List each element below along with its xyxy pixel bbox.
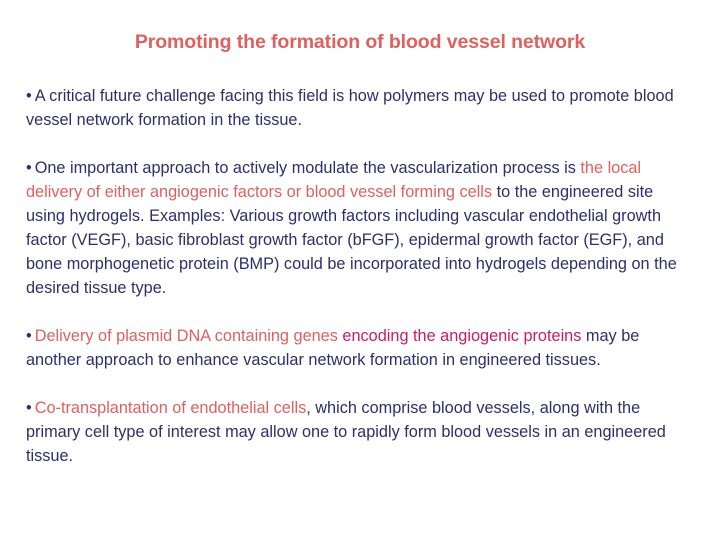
slide-body: •A critical future challenge facing this… [26,84,694,468]
text-run-navy: may be another approach to enhance vascu… [26,327,640,369]
text-run-salmon: the local delivery of either angiogenic … [26,159,642,201]
paragraph-3-text: Delivery of plasmid DNA containing genes… [26,327,639,369]
bullet-paragraph-1: •A critical future challenge facing this… [26,84,694,132]
paragraph-2-text: One important approach to actively modul… [26,159,677,297]
text-run-navy: , which comprise blood vessels, along wi… [26,399,666,465]
text-run-navy: One important approach to actively modul… [34,159,581,177]
paragraph-1-text: A critical future challenge facing this … [26,87,674,129]
bullet-marker-icon: • [26,159,32,177]
text-run-salmon: Delivery of plasmid DNA containing genes [34,327,343,345]
bullet-paragraph-4: •Co-transplantation of endothelial cells… [26,396,694,468]
bullet-paragraph-3: •Delivery of plasmid DNA containing gene… [26,324,694,372]
bullet-marker-icon: • [26,87,32,105]
text-run-salmon: Co-transplantation of endothelial cells [34,399,307,417]
bullet-paragraph-2: •One important approach to actively modu… [26,156,694,300]
page-title: Promoting the formation of blood vessel … [134,31,586,53]
text-run-navy: to the engineered site using hydrogels. … [26,183,677,297]
bullet-marker-icon: • [26,327,32,345]
paragraph-4-text: Co-transplantation of endothelial cells,… [26,399,666,465]
bullet-marker-icon: • [26,399,32,417]
text-run-magenta: encoding the angiogenic proteins [342,327,582,345]
text-run-navy: A critical future challenge facing this … [26,87,674,129]
